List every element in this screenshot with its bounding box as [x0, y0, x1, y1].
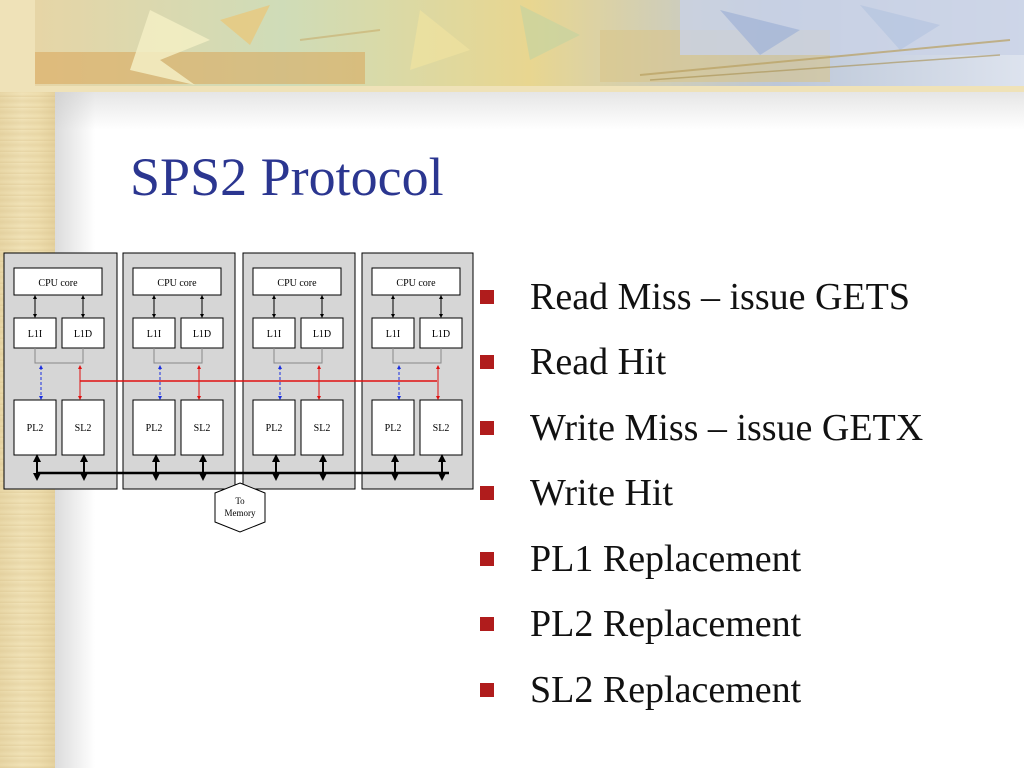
- square-bullet-icon: [480, 486, 494, 501]
- processor-tile-4: CPU core L1I L1D PL2 SL2: [361, 252, 474, 490]
- square-bullet-icon: [480, 617, 494, 632]
- pl2-label: PL2: [266, 423, 283, 434]
- bullet-item: PL1 Replacement: [480, 526, 923, 592]
- cpu-core-box: [13, 267, 103, 296]
- sl2-box: [180, 399, 224, 456]
- processor-tile-2: CPU core L1I L1D PL2 SL2: [122, 252, 236, 490]
- cpu-core-box: [132, 267, 222, 296]
- square-bullet-icon: [480, 551, 494, 566]
- l1i-label: L1I: [267, 329, 281, 340]
- cpu-core-label: CPU core: [277, 278, 317, 289]
- bullet-text: SL2 Replacement: [530, 668, 802, 711]
- l1i-label: L1I: [147, 329, 161, 340]
- slide-title: SPS2 Protocol: [130, 147, 444, 207]
- bullet-list: Read Miss – issue GETS Read Hit Write Mi…: [480, 264, 923, 723]
- pl2-box: [252, 399, 296, 456]
- cpu-core-label: CPU core: [396, 278, 436, 289]
- cpu-core-box: [252, 267, 342, 296]
- cache-architecture-diagram: CPU core L1I L1D PL2 SL2 CPU core L1I L1…: [3, 252, 474, 533]
- l1i-box: [371, 317, 415, 349]
- pl2-label: PL2: [385, 423, 402, 434]
- cpu-core-box: [371, 267, 461, 296]
- l1d-box: [61, 317, 105, 349]
- l1i-label: L1I: [28, 329, 42, 340]
- sl2-label: SL2: [433, 423, 450, 434]
- bullet-text: Write Miss – issue GETX: [530, 406, 924, 449]
- l1i-box: [13, 317, 57, 349]
- square-bullet-icon: [480, 289, 494, 304]
- l1d-box: [419, 317, 463, 349]
- memory-label-line2: Memory: [225, 508, 256, 518]
- top-shadow: [55, 85, 1024, 130]
- bullet-item: SL2 Replacement: [480, 657, 923, 723]
- cpu-core-label: CPU core: [38, 278, 78, 289]
- processor-tile-3: CPU core L1I L1D PL2 SL2: [242, 252, 356, 490]
- bullet-item: Read Hit: [480, 330, 923, 396]
- memory-label-line1: To: [235, 496, 245, 506]
- l1d-label: L1D: [74, 329, 92, 340]
- l1d-label: L1D: [313, 329, 331, 340]
- square-bullet-icon: [480, 682, 494, 697]
- cpu-core-label: CPU core: [157, 278, 197, 289]
- bullet-item: PL2 Replacement: [480, 592, 923, 658]
- pl2-label: PL2: [27, 423, 44, 434]
- pl2-label: PL2: [146, 423, 163, 434]
- l1d-label: L1D: [193, 329, 211, 340]
- bullet-text: PL2 Replacement: [530, 603, 802, 646]
- sl2-box: [419, 399, 463, 456]
- bullet-text: Write Hit: [530, 472, 674, 515]
- bullet-item: Write Hit: [480, 461, 923, 527]
- bullet-item: Read Miss – issue GETS: [480, 264, 923, 330]
- l1d-label: L1D: [432, 329, 450, 340]
- bullet-text: Read Hit: [530, 341, 667, 384]
- l1i-box: [132, 317, 176, 349]
- to-memory-arrow: To Memory: [214, 482, 266, 533]
- square-bullet-icon: [480, 355, 494, 370]
- sl2-label: SL2: [194, 423, 211, 434]
- decorative-banner: [0, 0, 1024, 92]
- processor-tile-1: CPU core L1I L1D PL2 SL2: [3, 252, 118, 490]
- bullet-text: Read Miss – issue GETS: [530, 275, 910, 318]
- bullet-text: PL1 Replacement: [530, 537, 802, 580]
- l1i-label: L1I: [386, 329, 400, 340]
- square-bullet-icon: [480, 420, 494, 435]
- sl2-label: SL2: [314, 423, 331, 434]
- sl2-label: SL2: [75, 423, 92, 434]
- pl2-box: [13, 399, 57, 456]
- bullet-item: Write Miss – issue GETX: [480, 395, 923, 461]
